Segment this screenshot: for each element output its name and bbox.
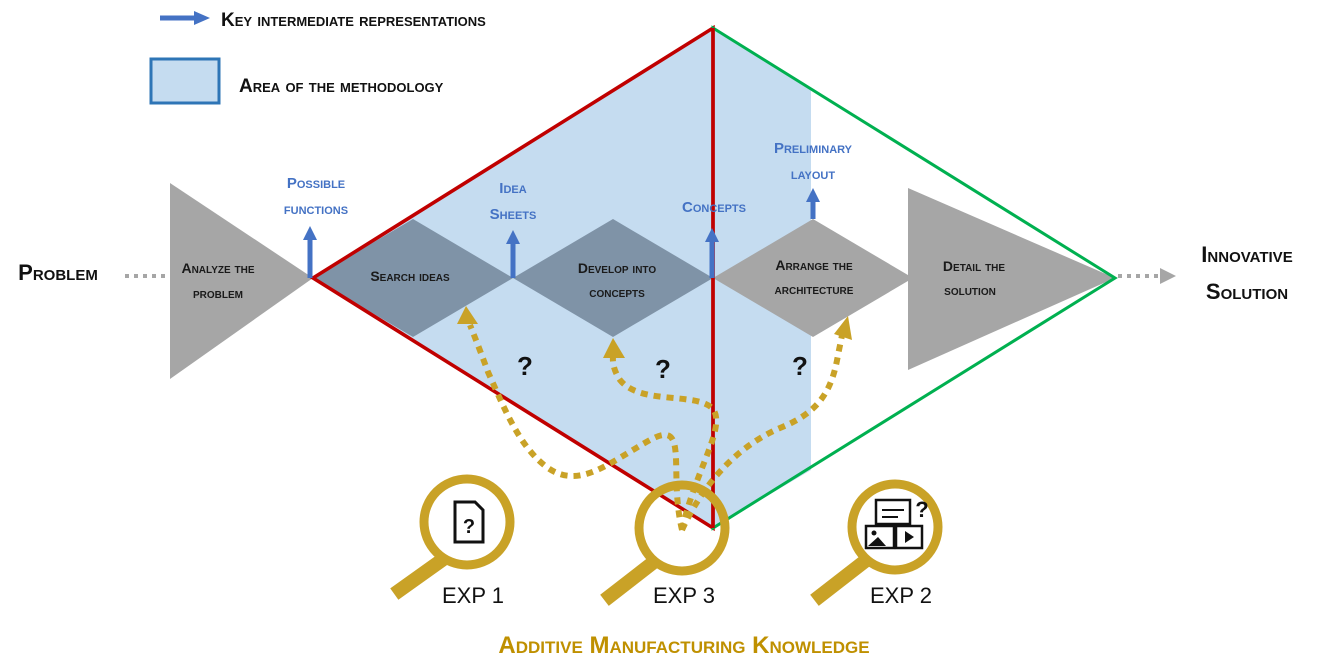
question-mark-3: ? xyxy=(792,351,808,381)
solution-arrowhead-icon xyxy=(1160,268,1176,284)
media-form-icon: ? xyxy=(864,497,929,550)
question-mark-1: ? xyxy=(517,351,533,381)
exp1-label: EXP 1 xyxy=(442,583,504,608)
magnifier-lens-icon xyxy=(419,474,515,570)
knowledge-label: Additive Manufacturing Knowledge xyxy=(498,632,869,659)
arrange-step-label: Arrange the xyxy=(775,257,853,273)
exp3-label: EXP 3 xyxy=(653,583,715,608)
possible-functions-label-2: functions xyxy=(284,201,348,218)
analyze-step-label-2: problem xyxy=(193,285,243,301)
develop-step-label: Develop into xyxy=(578,260,656,276)
preliminary-layout-label-2: layout xyxy=(791,166,835,183)
question-mark-2: ? xyxy=(655,354,671,384)
concepts-label: Concepts xyxy=(682,199,746,216)
exp2-magnifier: ? xyxy=(810,479,943,606)
magnifier-handle-icon xyxy=(810,555,870,606)
exp1-magnifier: ? xyxy=(390,474,515,600)
solution-label: Innovative xyxy=(1201,242,1292,267)
svg-text:?: ? xyxy=(463,516,475,538)
arrange-diamond xyxy=(713,219,913,337)
develop-diamond xyxy=(513,219,713,337)
knowledge-paths xyxy=(467,323,846,532)
search-step-label: Search ideas xyxy=(370,268,450,284)
document-question-icon xyxy=(453,500,485,544)
idea-sheets-label: Idea xyxy=(499,180,526,197)
develop-step-label-2: concepts xyxy=(589,284,645,300)
svg-text:?: ? xyxy=(915,497,928,522)
problem-label: Problem xyxy=(18,260,98,285)
exp2-label: EXP 2 xyxy=(870,583,932,608)
gold-arrowhead-develop-icon xyxy=(603,338,625,358)
analyze-triangle xyxy=(170,183,313,379)
solution-label-2: Solution xyxy=(1206,279,1288,304)
path-to-arrange xyxy=(679,329,846,532)
preliminary-layout-label: Preliminary xyxy=(774,140,853,157)
legend-area-label: Area of the methodology xyxy=(239,76,444,97)
possible-functions-label: Possible xyxy=(287,175,345,192)
detail-step-label: Detail the xyxy=(943,258,1005,274)
magnifier-handle-icon xyxy=(600,555,660,606)
gold-arrowhead-search-icon xyxy=(457,306,478,324)
path-to-search xyxy=(467,323,685,531)
legend-area-swatch xyxy=(149,57,221,105)
legend-arrowhead-icon xyxy=(194,11,210,25)
exp3-magnifier xyxy=(600,480,730,606)
path-to-develop xyxy=(609,351,720,531)
analyze-step-label: Analyze the xyxy=(181,260,254,276)
gold-arrowhead-arrange-icon xyxy=(834,316,852,340)
idea-sheets-label-2: Sheets xyxy=(490,206,537,223)
magnifier-handle-icon xyxy=(390,550,452,600)
representation-arrows xyxy=(303,188,820,278)
legend-arrow-label: Key intermediate representations xyxy=(221,10,486,31)
arrange-step-label-2: architecture xyxy=(775,281,854,297)
legend: Key intermediate representations Area of… xyxy=(149,10,486,105)
detail-step-label-2: solution xyxy=(944,282,996,298)
magnifier-lens-icon xyxy=(634,480,730,576)
detail-triangle xyxy=(908,188,1115,370)
